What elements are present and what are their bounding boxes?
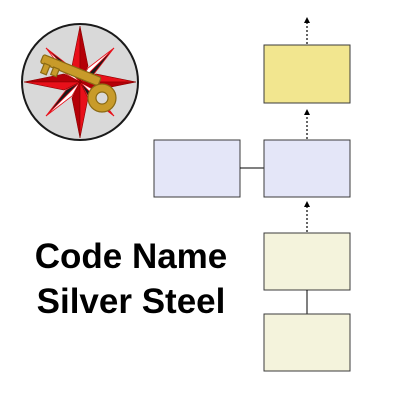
key-icon (39, 54, 117, 113)
arrowhead-top (304, 17, 310, 23)
box-top-yellow (263, 44, 351, 104)
compass-rose-key-logo (21, 23, 139, 141)
box-lower-1 (263, 232, 351, 291)
arrowhead-mid (304, 109, 310, 115)
title-line-2: Silver Steel (36, 282, 226, 321)
title-line-1: Code Name (34, 237, 228, 276)
page-title: Code Name Silver Steel (0, 234, 262, 324)
box-lower-2 (263, 313, 351, 372)
box-middle-right (263, 139, 351, 198)
box-middle-left (153, 139, 241, 198)
arrowhead-low (304, 201, 310, 207)
